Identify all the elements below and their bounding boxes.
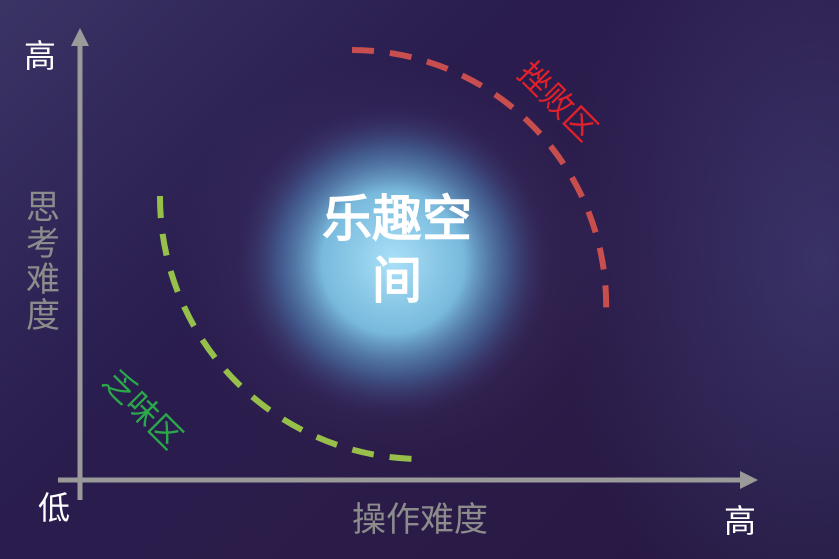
x-axis-high-label: 高 bbox=[724, 502, 757, 540]
boredom-zone-arc bbox=[156, 195, 419, 462]
fun-zone-glow bbox=[235, 104, 551, 420]
x-axis-title: 操作难度 bbox=[352, 500, 488, 540]
x-axis-arrowhead bbox=[740, 471, 758, 489]
origin-low-label: 低 bbox=[38, 489, 71, 527]
failure-zone-arc bbox=[351, 47, 610, 315]
y-axis-title: 思考难度 bbox=[26, 188, 60, 336]
y-axis-arrowhead bbox=[71, 28, 89, 46]
y-axis-high-label: 高 bbox=[24, 37, 57, 75]
fun-zone-label: 乐趣空间 bbox=[322, 190, 472, 310]
